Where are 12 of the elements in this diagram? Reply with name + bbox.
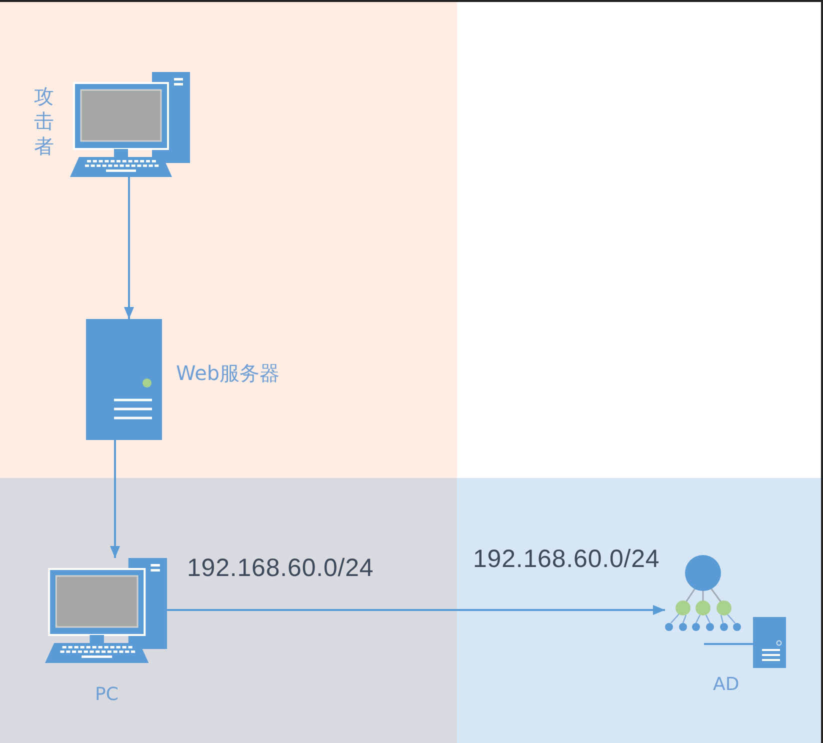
icon-caption: 攻击者 (33, 84, 55, 159)
icon-caption: AD (713, 674, 740, 696)
subnet-label: 192.168.60.0/24 (187, 553, 374, 583)
icon-caption: Web服务器 (176, 361, 280, 385)
icon-caption: PC (95, 684, 118, 706)
zone-band (457, 478, 823, 743)
arrow (167, 605, 665, 615)
arrow (124, 177, 134, 319)
zone-band (0, 478, 457, 743)
zone-band (0, 0, 457, 478)
subnet-label: 192.168.60.0/24 (473, 544, 660, 574)
arrow (110, 440, 120, 558)
